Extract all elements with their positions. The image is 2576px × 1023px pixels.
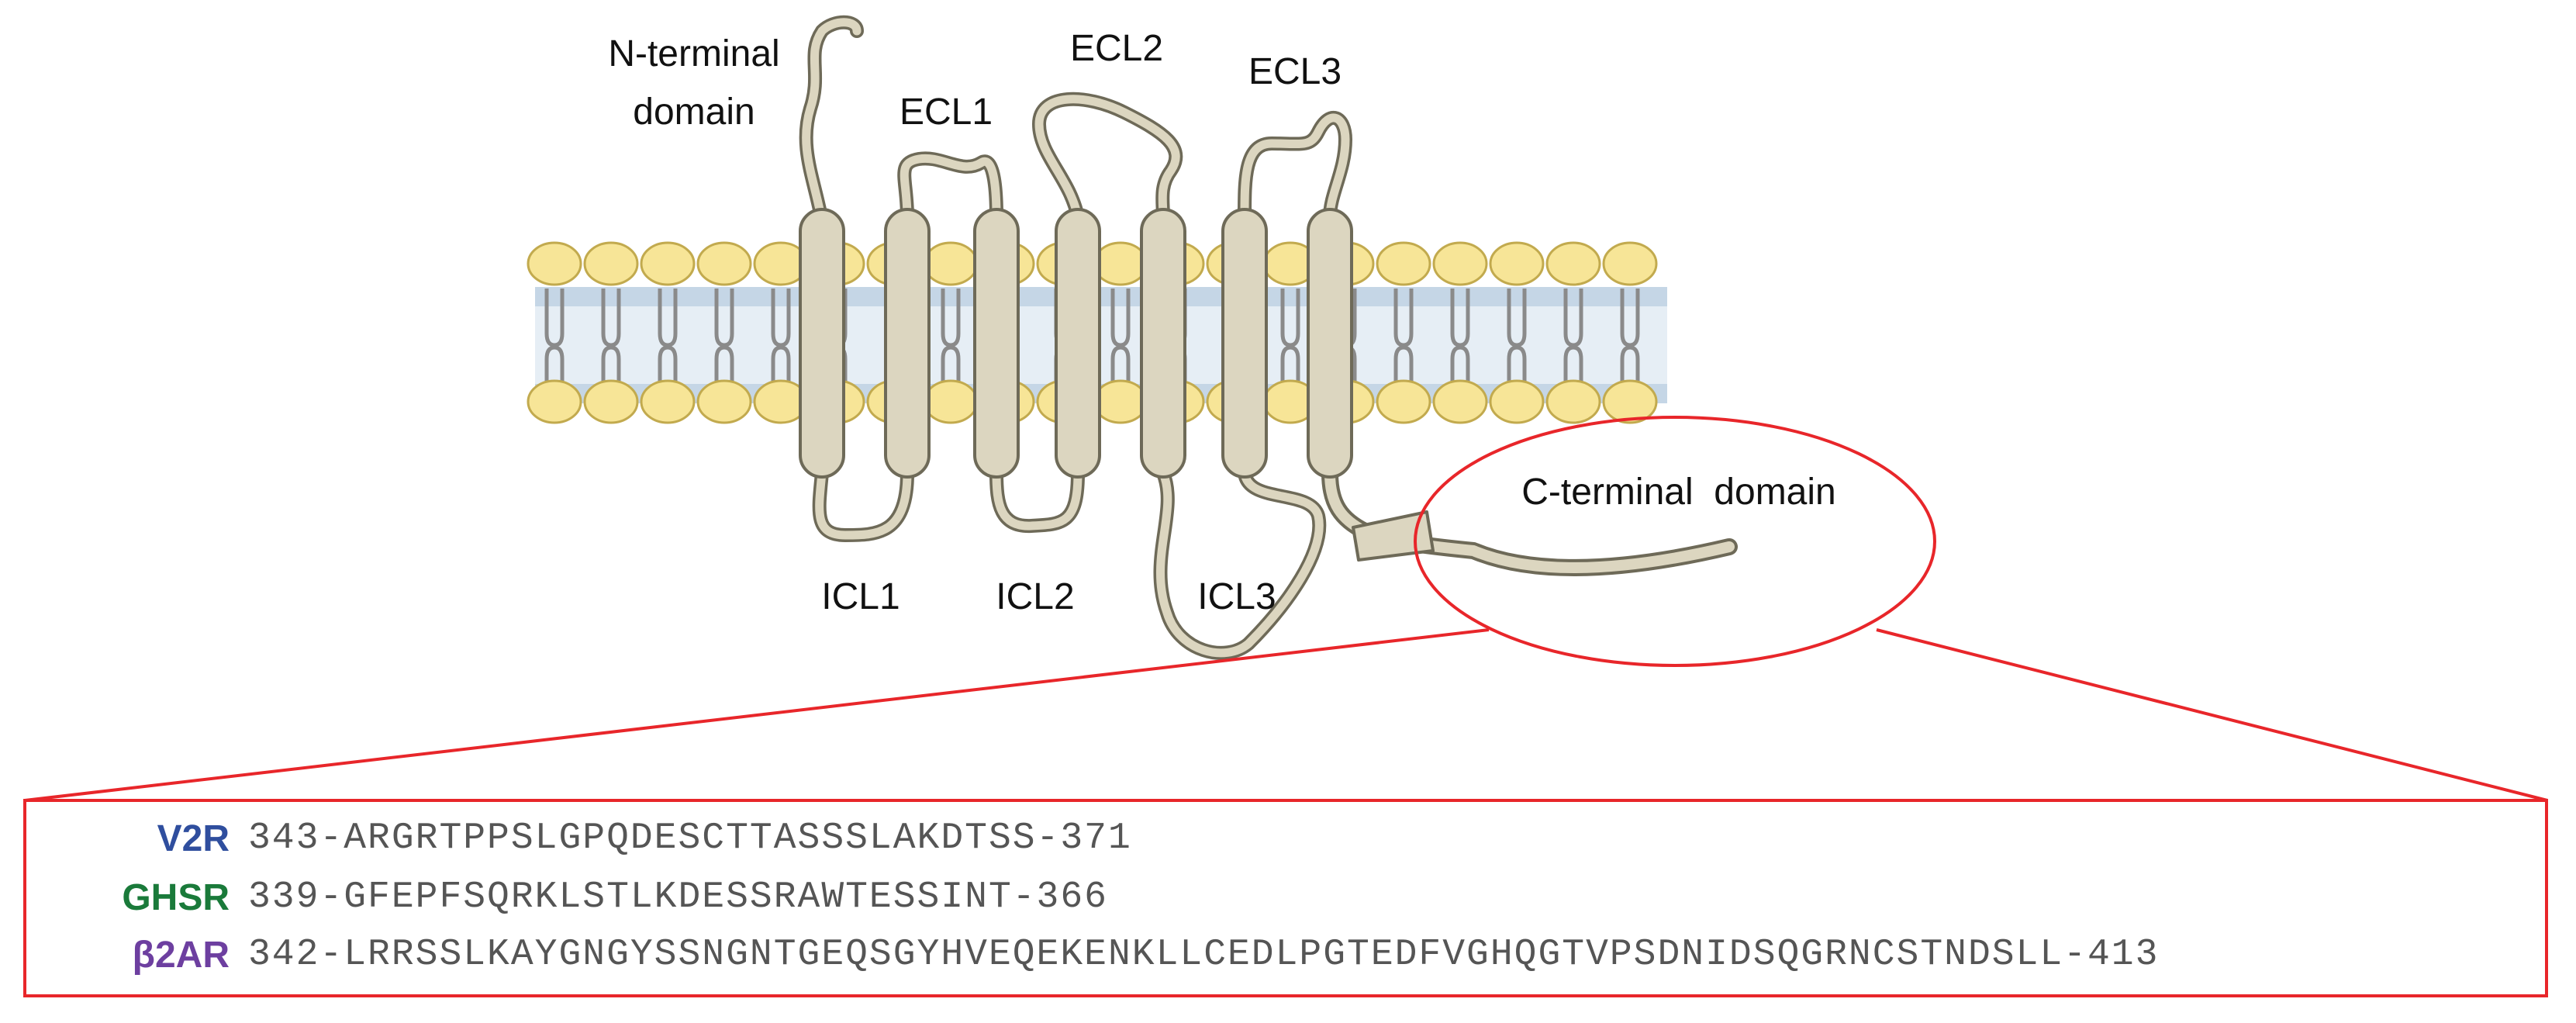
label-icl3: ICL3 — [1197, 576, 1276, 617]
lipid-tail — [1450, 289, 1470, 347]
lipid-head — [1545, 241, 1601, 286]
receptor-sequence: 339-GFEPFSQRKLSTLKDESSRAWTESSINT-366 — [248, 876, 1108, 918]
label-c-terminal-domain: C-terminal domain — [1521, 472, 1835, 513]
lipid-head — [583, 379, 639, 424]
lipid-head — [1602, 241, 1658, 286]
ecl2-loop — [1032, 92, 1183, 224]
c-terminal-helix — [1352, 510, 1435, 562]
zoom-line-left — [24, 628, 1490, 802]
lipid-tail — [1110, 345, 1131, 402]
transmembrane-helices — [799, 208, 1353, 479]
lipid-head — [1432, 241, 1488, 286]
lipid-tail — [1280, 345, 1300, 402]
lipid-tail — [658, 345, 678, 402]
lipid-head — [527, 379, 582, 424]
lipid-tail — [714, 345, 734, 402]
lipid-head — [527, 241, 582, 286]
lipid-tail — [1450, 345, 1470, 402]
helix-tm4 — [1055, 208, 1101, 479]
lipid-head — [1376, 379, 1431, 424]
lipid-tail — [1507, 289, 1527, 347]
lipid-tail — [1620, 345, 1640, 402]
lipid-tail — [1620, 289, 1640, 347]
icl2-loop — [992, 468, 1083, 531]
lipid-tail — [1393, 345, 1414, 402]
lipid-head — [1093, 379, 1148, 424]
c-terminal-highlight-ellipse — [1414, 416, 1936, 667]
label-ecl2: ECL2 — [1070, 28, 1163, 69]
lipid-tail — [544, 289, 565, 347]
label-ecl3: ECL3 — [1248, 51, 1342, 92]
lipid-tail — [544, 345, 565, 402]
label-ecl1: ECL1 — [900, 92, 993, 133]
zoom-line-right — [1876, 628, 2548, 802]
ecl1-loop — [900, 154, 1001, 222]
lipid-tail — [658, 289, 678, 347]
lipid-tail — [1393, 289, 1414, 347]
icl1-loop — [815, 468, 912, 540]
lipid-head — [923, 379, 979, 424]
n-terminal-tail — [802, 18, 862, 226]
sequence-row-b2ar: β2AR 342-LRRSSLKAYGNGYSSNGNTGEQSGYHVEQEK… — [26, 928, 2159, 982]
lipid-tail — [1280, 289, 1300, 347]
receptor-name: β2AR — [132, 934, 230, 976]
helix-tm1 — [799, 208, 845, 479]
lipid-tail — [771, 289, 791, 347]
label-n-terminal: N-terminal — [608, 33, 779, 74]
lipid-tail — [601, 345, 621, 402]
receptor-sequence: 342-LRRSSLKAYGNGYSSNGNTGEQSGYHVEQEKENKLL… — [248, 934, 2160, 976]
lipid-head — [696, 379, 752, 424]
lipid-head — [1093, 241, 1148, 286]
lipid-head — [1489, 241, 1545, 286]
sequence-row-ghsr: GHSR 339-GFEPFSQRKLSTLKDESSRAWTESSINT-36… — [26, 870, 1108, 925]
receptor-name: GHSR — [122, 876, 230, 918]
helix-tm6 — [1221, 208, 1268, 479]
sequence-row-v2r: V2R 343-ARGRTPPSLGPQDESCTTASSSLAKDTSS-37… — [26, 811, 1132, 866]
receptor-sequence: 343-ARGRTPPSLGPQDESCTTASSSLAKDTSS-371 — [248, 817, 1132, 859]
ecl3-loop — [1240, 113, 1350, 222]
lipid-tail — [714, 289, 734, 347]
lipid-head — [640, 241, 696, 286]
lipid-tail — [941, 289, 961, 347]
helix-tm7 — [1307, 208, 1353, 479]
lipid-head — [1432, 379, 1488, 424]
label-n-terminal-domain: domain — [633, 92, 754, 133]
zoom-callout — [24, 416, 2548, 802]
lipid-head — [1489, 379, 1545, 424]
helix-tm5 — [1140, 208, 1186, 479]
label-icl1: ICL1 — [821, 576, 900, 617]
lipid-head — [696, 241, 752, 286]
lipid-tail — [1110, 289, 1131, 347]
lipid-head — [583, 241, 639, 286]
lipid-tail — [771, 345, 791, 402]
receptor-loops — [799, 15, 1738, 660]
label-icl2: ICL2 — [996, 576, 1074, 617]
lipid-tail — [601, 289, 621, 347]
lipid-head — [1376, 241, 1431, 286]
sequence-panel: V2R 343-ARGRTPPSLGPQDESCTTASSSLAKDTSS-37… — [23, 799, 2548, 997]
lipid-tail — [1563, 345, 1583, 402]
lipid-head — [923, 241, 979, 286]
icl3-loop — [1155, 468, 1324, 658]
lipid-head — [1602, 379, 1658, 424]
lipid-head — [640, 379, 696, 424]
ecl2-loop — [1034, 95, 1180, 222]
receptor-name: V2R — [157, 817, 230, 859]
helix-tm2 — [884, 208, 931, 479]
lipid-tail — [1507, 345, 1527, 402]
lipid-tail — [941, 345, 961, 402]
lipid-head — [1545, 379, 1601, 424]
lipid-tail — [1563, 289, 1583, 347]
c-terminal-tail — [1324, 468, 1735, 573]
helix-tm3 — [973, 208, 1020, 479]
